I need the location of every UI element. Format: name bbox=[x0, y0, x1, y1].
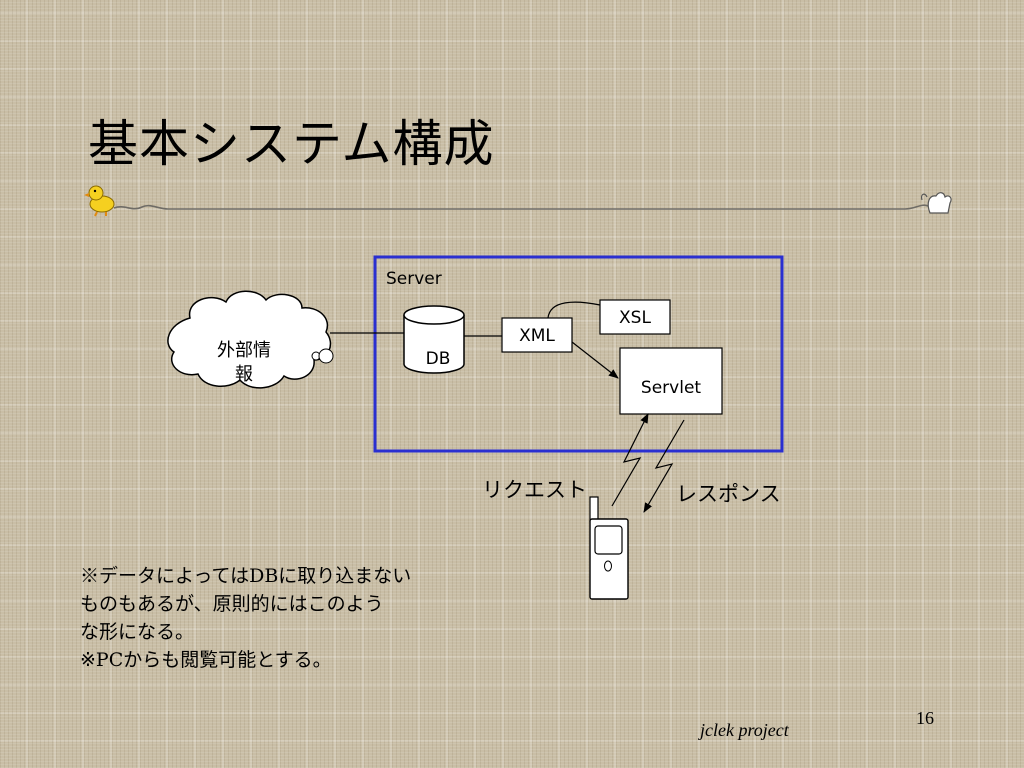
title-underline bbox=[113, 204, 929, 210]
duckling-icon bbox=[84, 185, 115, 217]
server-label: Server bbox=[386, 269, 442, 289]
notes-block: ※データによってはDBに取り込まない ものもあるが、原則的にはこのよう な形にな… bbox=[80, 562, 490, 674]
xsl-box bbox=[599, 299, 671, 335]
xml-servlet-arrow bbox=[571, 341, 619, 379]
xsl-label: XSL bbox=[619, 308, 651, 328]
xml-box bbox=[501, 317, 573, 353]
note-line: ※PCからも閲覧可能とする。 bbox=[80, 649, 332, 671]
external-info-label-line2: 報 bbox=[235, 364, 253, 385]
servlet-box bbox=[619, 347, 723, 415]
xml-xsl-connector bbox=[547, 301, 601, 319]
response-bolt bbox=[643, 419, 685, 513]
response-label: レスポンス bbox=[676, 482, 781, 506]
note-line: ※データによってはDBに取り込まない bbox=[80, 565, 412, 587]
mobile-phone-icon bbox=[589, 496, 629, 600]
servlet-label: Servlet bbox=[641, 378, 701, 398]
note-line: な形になる。 bbox=[80, 621, 195, 643]
cloud-tail-large bbox=[318, 348, 334, 364]
request-label: リクエスト bbox=[482, 478, 587, 502]
xml-label: XML bbox=[519, 326, 555, 346]
note-line: ものもあるが、原則的にはこのよう bbox=[80, 593, 384, 615]
page-number: 16 bbox=[916, 708, 934, 728]
slide-title: 基本システム構成 bbox=[88, 115, 495, 173]
footer-text: jclek project bbox=[700, 720, 789, 740]
db-label: DB bbox=[426, 349, 451, 369]
hand-icon bbox=[920, 192, 952, 214]
request-bolt bbox=[611, 413, 649, 507]
database-icon bbox=[403, 305, 465, 374]
server-box bbox=[373, 255, 784, 453]
external-info-label-line1: 外部情 bbox=[217, 340, 271, 361]
